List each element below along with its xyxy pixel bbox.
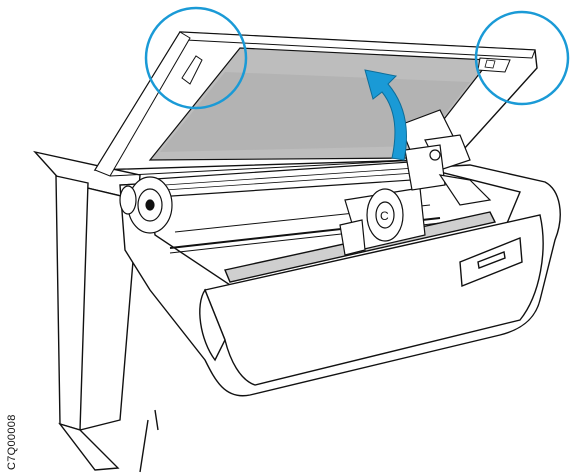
printer-cover (93, 31, 538, 177)
right-latch-callout (474, 10, 570, 106)
svg-text:C: C (380, 209, 389, 223)
left-side-panel (33, 150, 159, 473)
lift-arrow-icon (364, 69, 407, 161)
left-latch-callout (144, 6, 248, 110)
figure-id-code: C7Q00008 (6, 414, 18, 470)
printer-body (119, 164, 561, 397)
print-head-carriage: C (339, 109, 492, 256)
